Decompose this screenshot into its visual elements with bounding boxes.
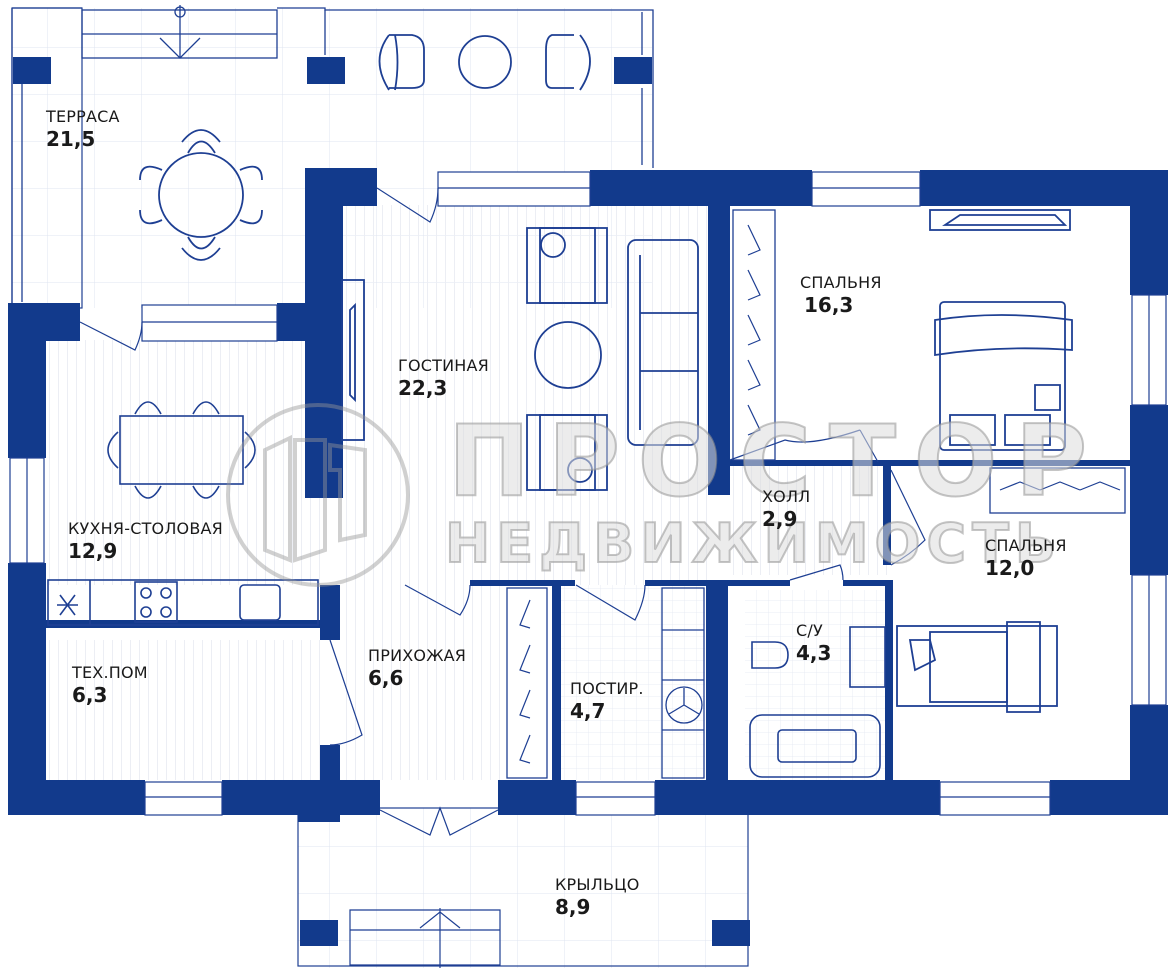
room-bathroom: С/У 4,3	[796, 621, 832, 666]
wardrobes	[506, 209, 1126, 779]
room-kitchen: КУХНЯ-СТОЛОВАЯ 12,9	[68, 519, 223, 564]
room-terrace: ТЕРРАСА 21,5	[46, 107, 120, 152]
room-area: 6,6	[368, 666, 404, 691]
room-living: ГОСТИНАЯ 22,3	[398, 356, 489, 401]
room-area: 12,9	[68, 539, 118, 564]
tech-floor	[45, 640, 320, 780]
entry-floor	[340, 585, 500, 780]
hall-floor	[730, 465, 890, 575]
laundry-floor	[560, 585, 705, 780]
bedroom-furniture	[896, 209, 1073, 713]
room-name: ПОСТИР.	[570, 679, 644, 698]
room-name: СПАЛЬНЯ	[800, 273, 882, 292]
room-area: 4,7	[570, 699, 606, 724]
hanger-icons	[519, 224, 1121, 764]
room-name: СПАЛЬНЯ	[985, 536, 1067, 555]
living-floor	[340, 205, 710, 585]
terrace-pillars	[13, 57, 652, 84]
living-furniture	[341, 227, 699, 491]
room-area: 21,5	[46, 127, 96, 152]
porch-floor	[297, 807, 749, 968]
room-name: ГОСТИНАЯ	[398, 356, 489, 375]
room-area: 2,9	[762, 507, 798, 532]
porch-pillars	[300, 920, 750, 946]
room-name: С/У	[796, 621, 823, 640]
terrace-furniture	[139, 34, 591, 261]
walls	[8, 168, 1168, 822]
room-name: ХОЛЛ	[762, 487, 811, 506]
room-porch: КРЫЛЬЦО 8,9	[555, 875, 640, 920]
bathroom-floor	[745, 590, 885, 780]
room-bedroom-1: СПАЛЬНЯ 16,3	[800, 273, 882, 318]
terrace-outline	[11, 5, 654, 308]
watermark-logo-icon	[226, 403, 410, 587]
room-tech: ТЕХ.ПОМ 6,3	[72, 663, 148, 708]
bathroom-fixtures	[749, 626, 886, 778]
room-area: 16,3	[804, 293, 854, 318]
room-hall: ХОЛЛ 2,9	[762, 487, 811, 532]
room-laundry: ПОСТИР. 4,7	[570, 679, 644, 724]
room-area: 6,3	[72, 683, 108, 708]
room-name: КРЫЛЬЦО	[555, 875, 640, 894]
kitchen-furniture	[47, 401, 319, 626]
room-area: 4,3	[796, 641, 832, 666]
room-name: КУХНЯ-СТОЛОВАЯ	[68, 519, 223, 538]
windows	[9, 171, 1167, 816]
room-area: 22,3	[398, 376, 448, 401]
room-area: 12,0	[985, 556, 1035, 581]
room-bedroom-2: СПАЛЬНЯ 12,0	[985, 536, 1067, 581]
room-name: ТЕРРАСА	[46, 107, 120, 126]
kitchen-floor	[45, 340, 320, 585]
room-entry: ПРИХОЖАЯ 6,6	[368, 646, 467, 691]
room-name: ПРИХОЖАЯ	[368, 646, 467, 665]
room-name: ТЕХ.ПОМ	[72, 663, 148, 682]
doors	[79, 187, 926, 968]
room-area: 8,9	[555, 895, 591, 920]
